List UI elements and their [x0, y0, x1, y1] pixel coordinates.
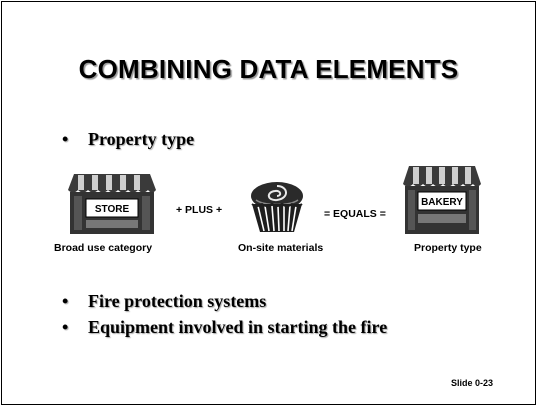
storefront-icon: BAKERY [400, 164, 484, 241]
storefront-icon: STORE [64, 172, 160, 241]
bullet-text: Equipment involved in starting the fire [88, 317, 388, 337]
caption-on-site-materials: On-site materials [238, 242, 324, 254]
bullet-fire-protection: • Fire protection systems [62, 291, 266, 312]
bullet-text: Fire protection systems [88, 291, 267, 311]
bullet-property-type: • Property type [62, 129, 194, 150]
bullet-equipment-involved: • Equipment involved in starting the fire [62, 317, 387, 338]
caption-broad-use-category: Broad use category [54, 242, 153, 254]
plus-operator: + PLUS + [176, 204, 223, 216]
slide-number: Slide 0-23 [450, 378, 493, 388]
bullet-text: Property type [88, 129, 195, 149]
bakery-sign-text: BAKERY [421, 197, 463, 208]
equals-operator: = EQUALS = [324, 208, 386, 220]
bullet-marker: • [62, 317, 69, 337]
slide-title: COMBINING DATA ELEMENTS [78, 54, 459, 84]
bullet-marker: • [62, 291, 69, 311]
caption-property-type: Property type [414, 242, 482, 254]
bullet-marker: • [62, 129, 69, 149]
store-sign-text: STORE [95, 204, 130, 215]
cupcake-icon [242, 176, 312, 239]
